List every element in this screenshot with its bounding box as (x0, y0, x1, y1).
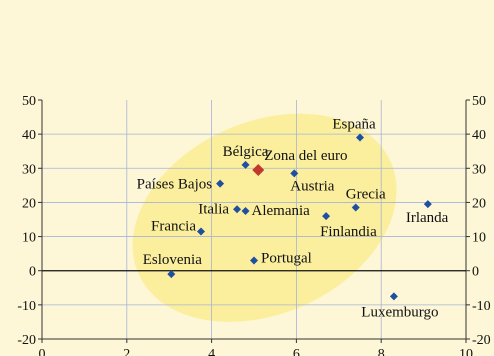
data-point-marker (250, 256, 258, 265)
data-point-label: Portugal (261, 250, 312, 266)
data-point-marker (241, 160, 250, 169)
data-point-marker (290, 169, 299, 178)
highlight-ellipse (132, 113, 397, 322)
y-tick-label-left: 10 (22, 231, 36, 246)
y-tick-label-left: 50 (22, 94, 36, 109)
gridlines (42, 100, 466, 339)
data-point-label: Zona del euro (264, 148, 347, 164)
data-point-label: Luxemburgo (361, 304, 438, 320)
x-tick-label: 6 (293, 347, 300, 356)
data-point-label: Grecia (346, 187, 386, 203)
data-point-label: Italia (198, 201, 229, 217)
x-tick-label: 2 (123, 347, 130, 356)
y-tick-label-right: 10 (472, 231, 486, 246)
data-points (167, 133, 432, 301)
x-tick-label: 4 (208, 347, 215, 356)
data-point-marker (356, 133, 364, 142)
data-point-marker (389, 292, 398, 301)
tick-labels: -20 -20 -10 -10 0 0 10 10 20 20 30 30 40 40 50 50 0 2 4 6 8 1… (17, 94, 490, 356)
data-point-marker (322, 212, 331, 221)
data-point-label: Alemania (252, 203, 311, 219)
data-point-marker (423, 200, 432, 209)
data-point-marker (216, 179, 225, 188)
data-point-marker (241, 206, 250, 215)
y-tick-label-left: 40 (22, 128, 36, 143)
data-point-label: Eslovenia (143, 252, 202, 268)
axes (38, 99, 470, 343)
y-tick-label-right: 50 (472, 94, 486, 109)
data-point-marker (351, 203, 360, 212)
data-point-label: Francia (151, 218, 196, 234)
data-point-label: Finlandia (320, 224, 377, 240)
y-tick-label-right: 30 (472, 162, 486, 177)
data-point-marker (252, 163, 265, 176)
y-tick-label-left: -10 (17, 299, 36, 314)
x-tick-label: 10 (459, 347, 473, 356)
data-point-label: España (332, 117, 376, 133)
data-point-marker (197, 227, 205, 236)
y-tick-label-right: -10 (472, 299, 491, 314)
y-tick-label-left: 0 (29, 265, 36, 280)
y-tick-label-right: 0 (472, 265, 479, 280)
y-tick-label-left: 20 (22, 196, 36, 211)
data-point-marker (233, 205, 242, 214)
x-tick-label: 8 (378, 347, 385, 356)
y-tick-label-left: -20 (17, 333, 36, 348)
data-point-label: Bélgica (223, 144, 269, 160)
y-tick-label-right: 20 (472, 196, 486, 211)
data-point-label: Irlanda (406, 210, 449, 226)
y-tick-label-right: 40 (472, 128, 486, 143)
y-tick-label-left: 30 (22, 162, 36, 177)
data-point-marker (167, 270, 176, 279)
y-tick-label-right: -20 (472, 333, 491, 348)
x-tick-label: 0 (39, 347, 46, 356)
data-point-label: Países Bajos (137, 177, 213, 193)
data-point-label: Austria (290, 178, 335, 194)
